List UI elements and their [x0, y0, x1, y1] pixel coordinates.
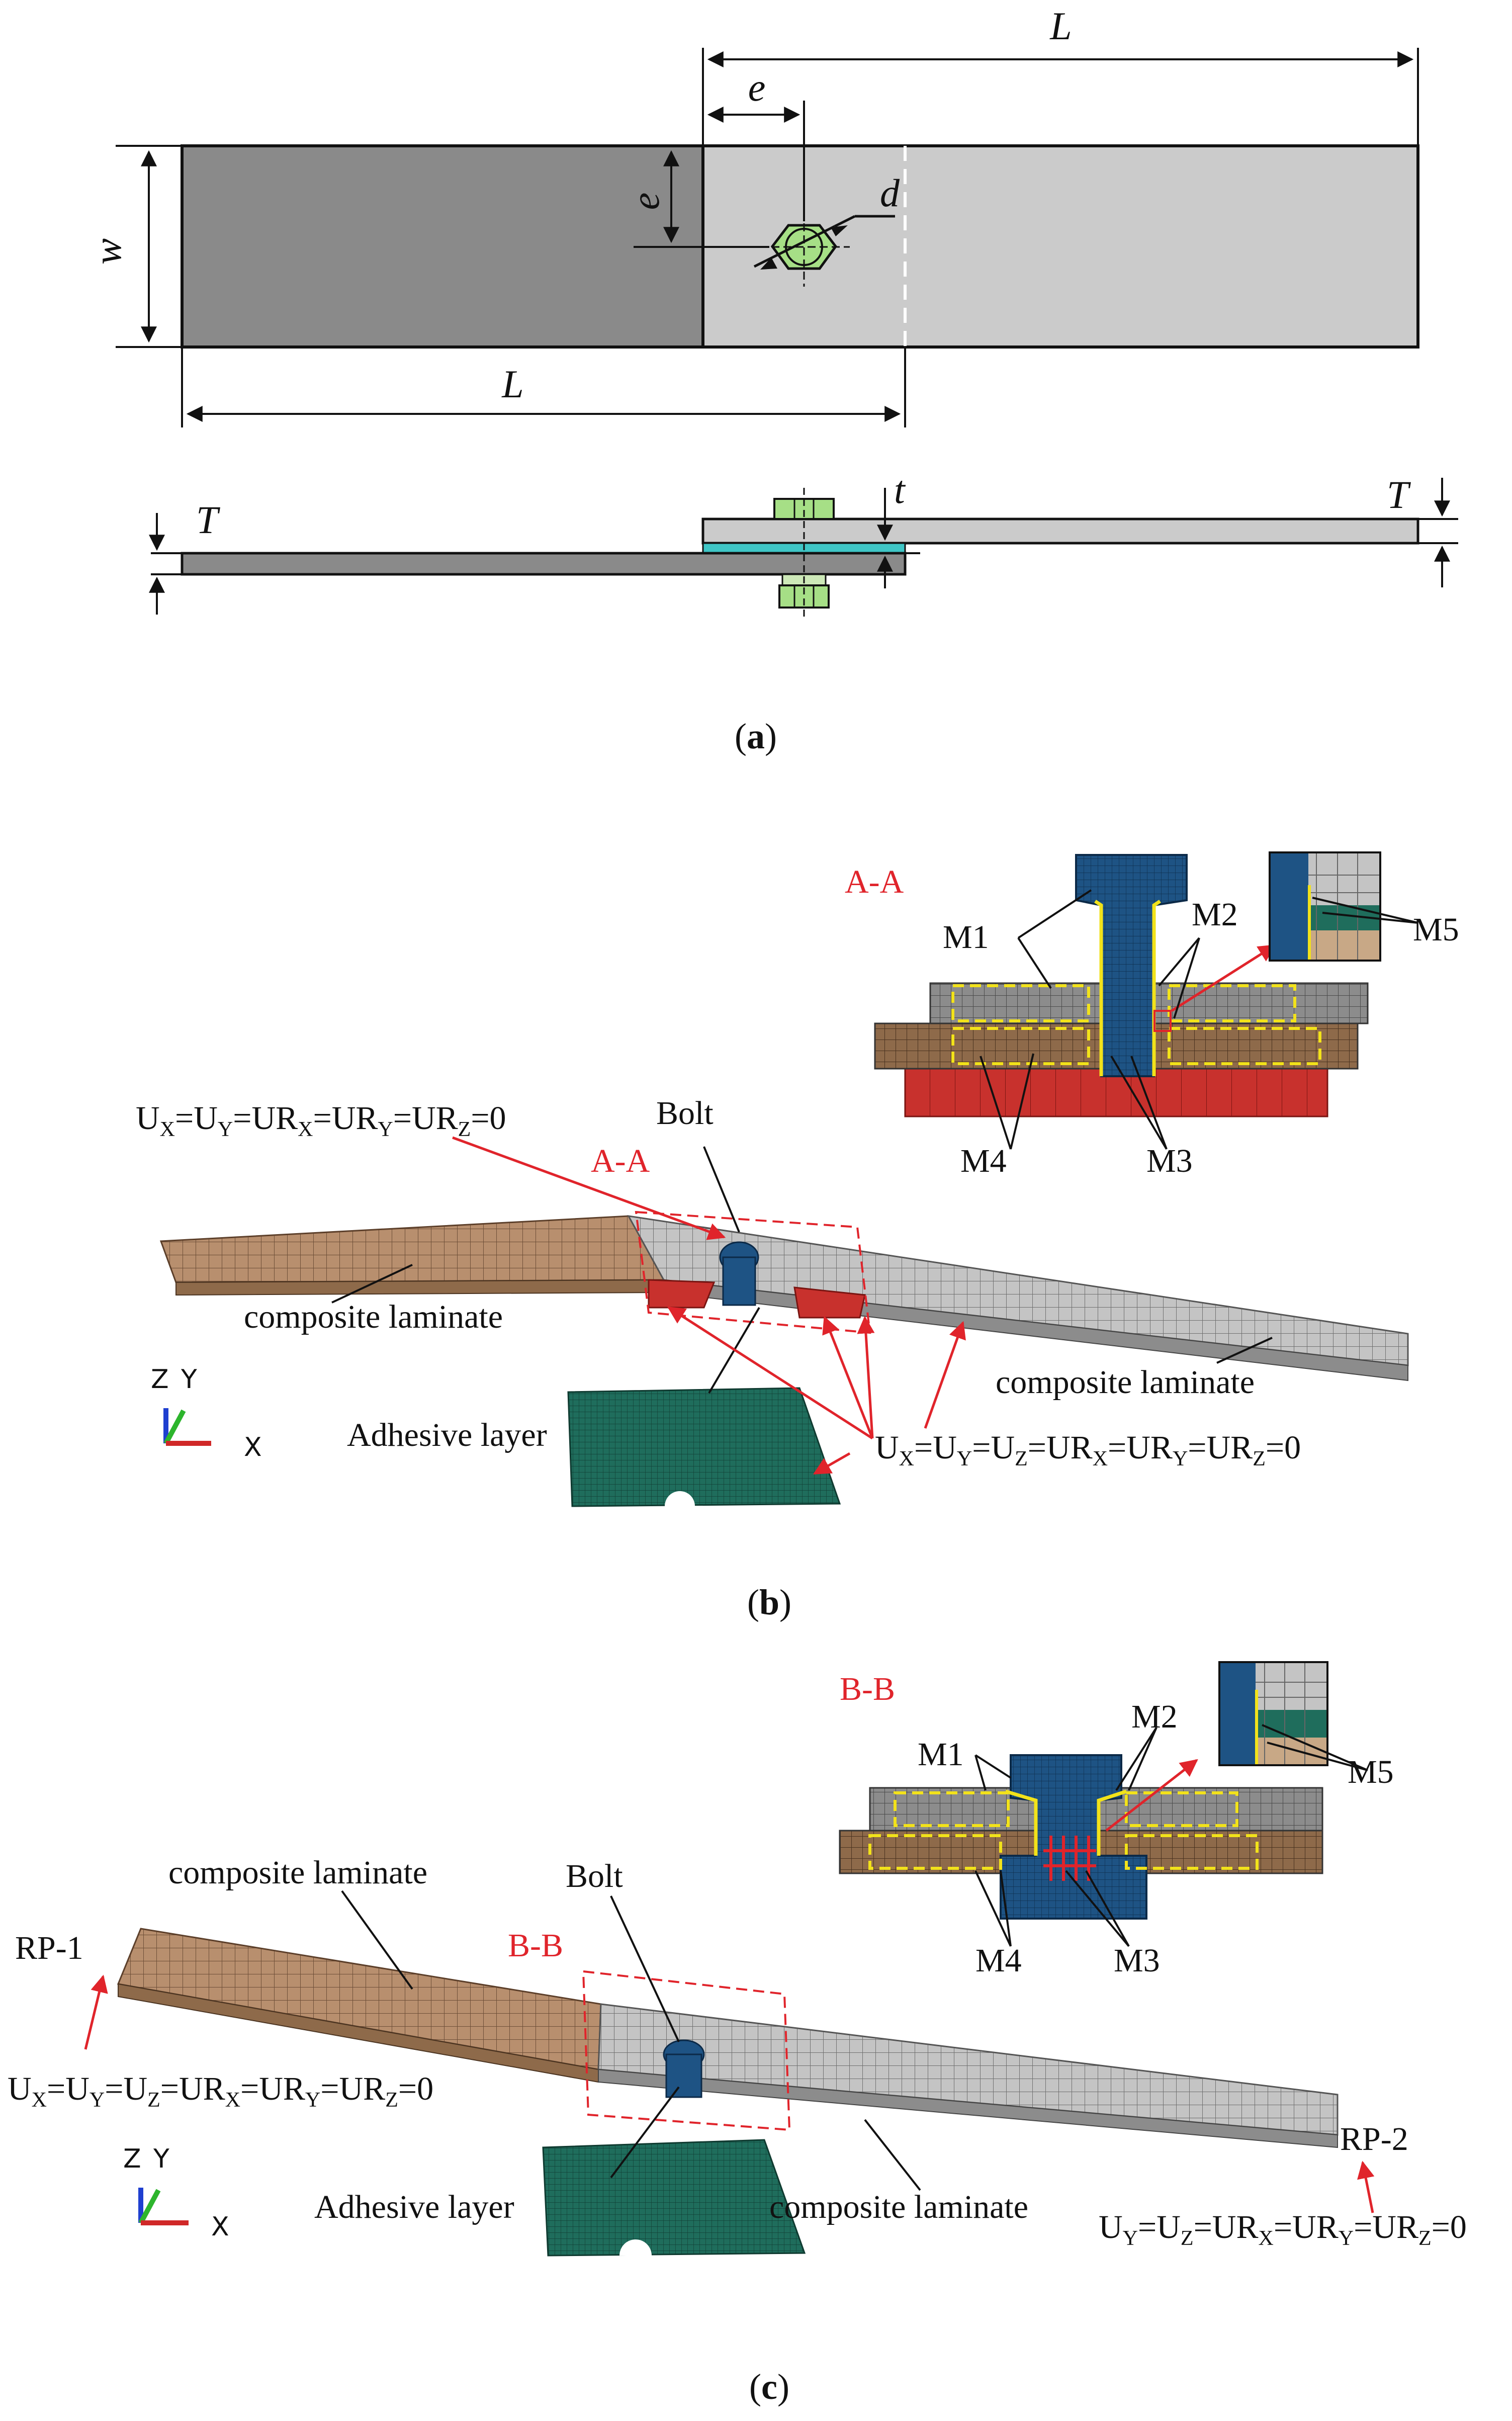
- bc-left-label-c: UX=UY=UZ=URX=URY=URZ=0: [8, 2070, 433, 2112]
- contact-M1-label-c: M1: [918, 1736, 964, 1773]
- caption-a: (a): [735, 716, 777, 756]
- axis-z-b: Z: [151, 1364, 169, 1395]
- contact-M4-label: M4: [960, 1143, 1007, 1179]
- rp2-label: RP-2: [1340, 2121, 1408, 2157]
- axis-triad-b: [163, 1408, 211, 1446]
- axis-triad-c: [138, 2188, 189, 2225]
- axis-y-c: Y: [153, 2144, 169, 2174]
- panel-b: A-A M1 M2 M3 M4 M5 A-A Bolt UX: [136, 851, 1459, 1622]
- bolt-label-c: Bolt: [566, 1858, 623, 1894]
- section-B-B-label: B-B: [840, 1671, 895, 1707]
- axis-z-c: Z: [123, 2144, 141, 2174]
- section-A-A-label: A-A: [845, 863, 904, 900]
- caption-c: (c): [749, 2367, 789, 2407]
- dimension-L-top: [702, 48, 1419, 146]
- dimension-e-vertical: [634, 150, 769, 248]
- axis-x-c: X: [211, 2212, 229, 2242]
- side-view: [149, 478, 1458, 619]
- dim-T-left-label: T: [196, 498, 220, 542]
- contact-M3-label: M3: [1146, 1143, 1193, 1179]
- adhesive-label-c: Adhesive layer: [314, 2189, 514, 2225]
- contact-M2-label: M2: [1192, 896, 1238, 933]
- axis-x-b: X: [244, 1432, 262, 1462]
- contact-leaders-c: [974, 1724, 1368, 1947]
- dim-t-label: t: [894, 468, 906, 511]
- panel-c: B-B M1 M2 M3 M4 M5 B-B Bolt composite l: [8, 1661, 1467, 2407]
- lower-plate-top-view: [181, 144, 704, 349]
- laminate-right-label-b: composite laminate: [996, 1364, 1255, 1401]
- bolt-hex-icon: [753, 211, 895, 287]
- bc-right-label-c: UY=UZ=URX=URY=URZ=0: [1099, 2209, 1467, 2250]
- contact-M2-label-c: M2: [1131, 1698, 1178, 1735]
- section-B-B-inset: [839, 1661, 1328, 1920]
- bolt-shank-arrows: [1043, 1836, 1096, 1881]
- dim-e-horizontal-label: e: [748, 65, 766, 109]
- dim-L-top-label: L: [1049, 4, 1072, 48]
- bolt-label-b: Bolt: [656, 1095, 714, 1132]
- rp1-label: RP-1: [15, 1930, 83, 1966]
- dim-T-right-label: T: [1387, 473, 1411, 516]
- axis-y-b: Y: [181, 1364, 197, 1395]
- adhesive-layer-c: [542, 2139, 806, 2257]
- contact-M1-label: M1: [943, 919, 989, 956]
- panel-a: L e e d w L: [85, 4, 1458, 756]
- bc-arrows-b: [667, 1306, 966, 1475]
- contact-M3-label-c: M3: [1114, 1942, 1160, 1979]
- contact-leaders-b: [980, 889, 1418, 1150]
- adhesive-label-b: Adhesive layer: [347, 1417, 547, 1453]
- dim-L-bottom-label: L: [501, 362, 523, 406]
- dimension-e-horizontal: [707, 101, 805, 221]
- dim-w-label: w: [85, 238, 129, 265]
- caption-b: (b): [747, 1582, 791, 1622]
- model-3d-b: [159, 1211, 1409, 1507]
- bc-bottom-label-b: UX=UY=UZ=URX=URY=URZ=0: [875, 1429, 1301, 1471]
- dim-e-vertical-label: e: [624, 193, 667, 210]
- contact-M4-label-c: M4: [975, 1942, 1022, 1979]
- laminate-left-label-b: composite laminate: [244, 1299, 503, 1335]
- bc-top-label-b: UX=UY=URX=URY=URZ=0: [136, 1100, 506, 1141]
- dimension-w: [116, 145, 182, 348]
- dim-d-label: d: [880, 171, 900, 215]
- section-A-A-model-label: A-A: [591, 1143, 650, 1179]
- laminate-top-label-c: composite laminate: [168, 1854, 427, 1891]
- model-3d-c: [117, 1928, 1339, 2257]
- laminate-bottom-label-c: composite laminate: [769, 2189, 1028, 2225]
- adhesive-layer-b: [567, 1387, 841, 1507]
- dimension-L-bottom: [181, 347, 906, 427]
- contact-M5-label: M5: [1413, 911, 1459, 948]
- contact-M5-label-c: M5: [1348, 1754, 1394, 1790]
- section-B-B-model-label: B-B: [508, 1927, 563, 1964]
- section-A-A-inset: [874, 851, 1381, 1117]
